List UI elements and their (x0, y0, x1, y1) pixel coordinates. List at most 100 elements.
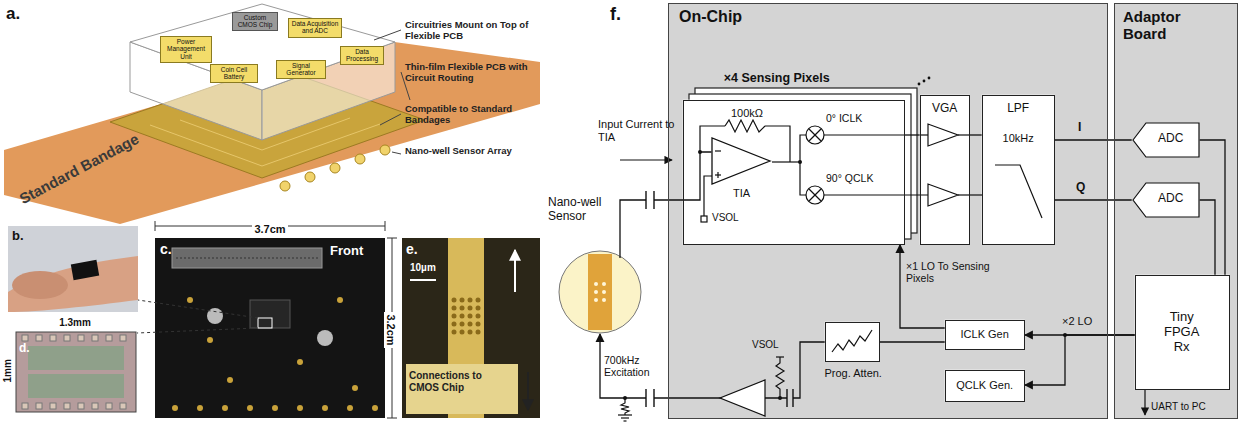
mixer-symbol (806, 126, 824, 144)
dimension-label: 3.7cm (252, 223, 287, 236)
node-text: 10kHz (983, 132, 1054, 145)
adc-block: ADC (1132, 122, 1200, 158)
adaptor-board-panel-fill (1114, 3, 1238, 419)
minus-sign (715, 151, 721, 152)
node-text-holder: Tiny FPGA Rx (1156, 310, 1208, 355)
node-text: On-Chip (679, 8, 819, 26)
nano-well-sensor: Nano-well Sensor (558, 250, 642, 334)
panel-letter-holder: e. (406, 241, 436, 257)
dimension-line (387, 418, 397, 419)
electrode-micrograph (476, 322, 481, 327)
mixer-symbol (809, 189, 821, 201)
panel-letter-holder: f. (610, 4, 640, 25)
node-text: Custom CMOS Chip (234, 14, 276, 29)
op-amp-triangle (712, 138, 770, 184)
callout-text: Circuitries Mount on Top of Flexible PCB (405, 20, 537, 42)
electrode-micrograph (468, 314, 473, 319)
signal-label: Input Current to TIA (598, 118, 684, 143)
pcb-photo (297, 405, 303, 411)
electrode-micrograph (460, 314, 465, 319)
dimension-line (385, 221, 386, 231)
node-text: Tiny FPGA Rx (1156, 310, 1208, 355)
wire (618, 120, 1145, 421)
adc-block: ADC (1132, 182, 1200, 218)
pixel-stack (918, 83, 921, 86)
chip-block-fill (210, 64, 258, 83)
chip-block-fill (276, 60, 326, 79)
edge-label-holder: 700kHz Excitation (604, 354, 666, 378)
adaptor-board-panel: Adaptor BoardADCADCTiny FPGA Rx (1114, 3, 1238, 419)
sensor-disc (559, 251, 641, 333)
chip-micrograph (16, 332, 136, 412)
electrode-micrograph (468, 330, 473, 335)
junction-dot (1063, 333, 1067, 337)
electrode-micrograph (476, 314, 481, 319)
electrode-micrograph (468, 306, 473, 311)
chip-micrograph (106, 335, 112, 341)
dimension-line (155, 221, 397, 418)
node-text-holder: On-Chip (679, 8, 819, 26)
capacitor-symbol (646, 388, 654, 408)
adc-outline (1133, 183, 1199, 217)
wire (824, 194, 928, 195)
pcb-photo (317, 330, 333, 346)
mixer-symbol (806, 186, 824, 204)
side-label-holder: Front (330, 244, 380, 259)
callout-text: Nano-well Sensor Array (405, 146, 537, 157)
box-fill (160, 12, 1230, 402)
electrode-micrograph (452, 322, 457, 327)
junction-dot (698, 150, 702, 154)
nano-well-dot (602, 290, 606, 294)
chip-micrograph (106, 403, 112, 409)
callout-text-holder: Compatible to Standard Bandages (405, 104, 537, 126)
port-label-holder: UART to PC (1151, 401, 1233, 413)
pcb-photo (197, 405, 203, 411)
clock-label-holder: 0° ICLK (826, 112, 896, 124)
chip-micrograph (120, 403, 126, 409)
supply-label: VSOL (712, 212, 752, 224)
wire (995, 165, 1042, 218)
amplifier-symbol (928, 124, 958, 146)
wire (832, 330, 872, 352)
edge-label: ×1 LO To Sensing Pixels (906, 260, 1002, 284)
mixer-symbol (809, 189, 821, 201)
wire (620, 159, 672, 160)
programmable-attenuator: Prog. Atten. (825, 322, 880, 362)
dimension-label-holder: 1mm (2, 351, 14, 391)
mixer-symbol (806, 126, 824, 204)
connector (620, 152, 711, 250)
pcb-photo (337, 297, 343, 303)
node-text: QCLK Gen. (946, 379, 1024, 392)
node-text-holder: 10kHz (983, 132, 1054, 145)
pcb-photo (172, 248, 322, 268)
callout-text-holder: Connections to CMOS Chip (409, 370, 513, 393)
wire (772, 161, 800, 162)
pcb-photo (372, 405, 378, 411)
amplifier-symbol (928, 184, 958, 206)
wire (621, 417, 629, 418)
dimension-label: 1mm (2, 351, 14, 391)
chip-block: Signal Generator (276, 60, 326, 79)
chip-micrograph (78, 335, 84, 341)
node-text-holder: ADC (1144, 132, 1198, 146)
wire (621, 398, 629, 415)
chip-micrograph (22, 403, 28, 409)
pcb-photo (222, 405, 228, 411)
on-chip-panel: On-Chip×4 Sensing PixelsTIAVGALPF10kHzIC… (668, 3, 1108, 419)
chip-micrograph (16, 332, 136, 412)
panel-letter: f. (610, 4, 640, 25)
vga-box: VGA (920, 95, 970, 245)
connector (1055, 199, 1132, 200)
chip-block: Custom CMOS Chip (232, 12, 278, 31)
wire (1144, 390, 1145, 415)
capacitor-symbol (787, 388, 793, 408)
chip-block-fill (340, 46, 384, 65)
supply-label: VSOL (752, 339, 788, 351)
node-text-holder: Nano-well Sensor (548, 196, 608, 224)
node-text: Coin Cell Battery (212, 66, 256, 81)
chip-block-fill (232, 12, 278, 31)
scale-label: 10µm (410, 262, 450, 274)
pcb-photo (155, 238, 385, 418)
wrist-photo (12, 271, 68, 299)
